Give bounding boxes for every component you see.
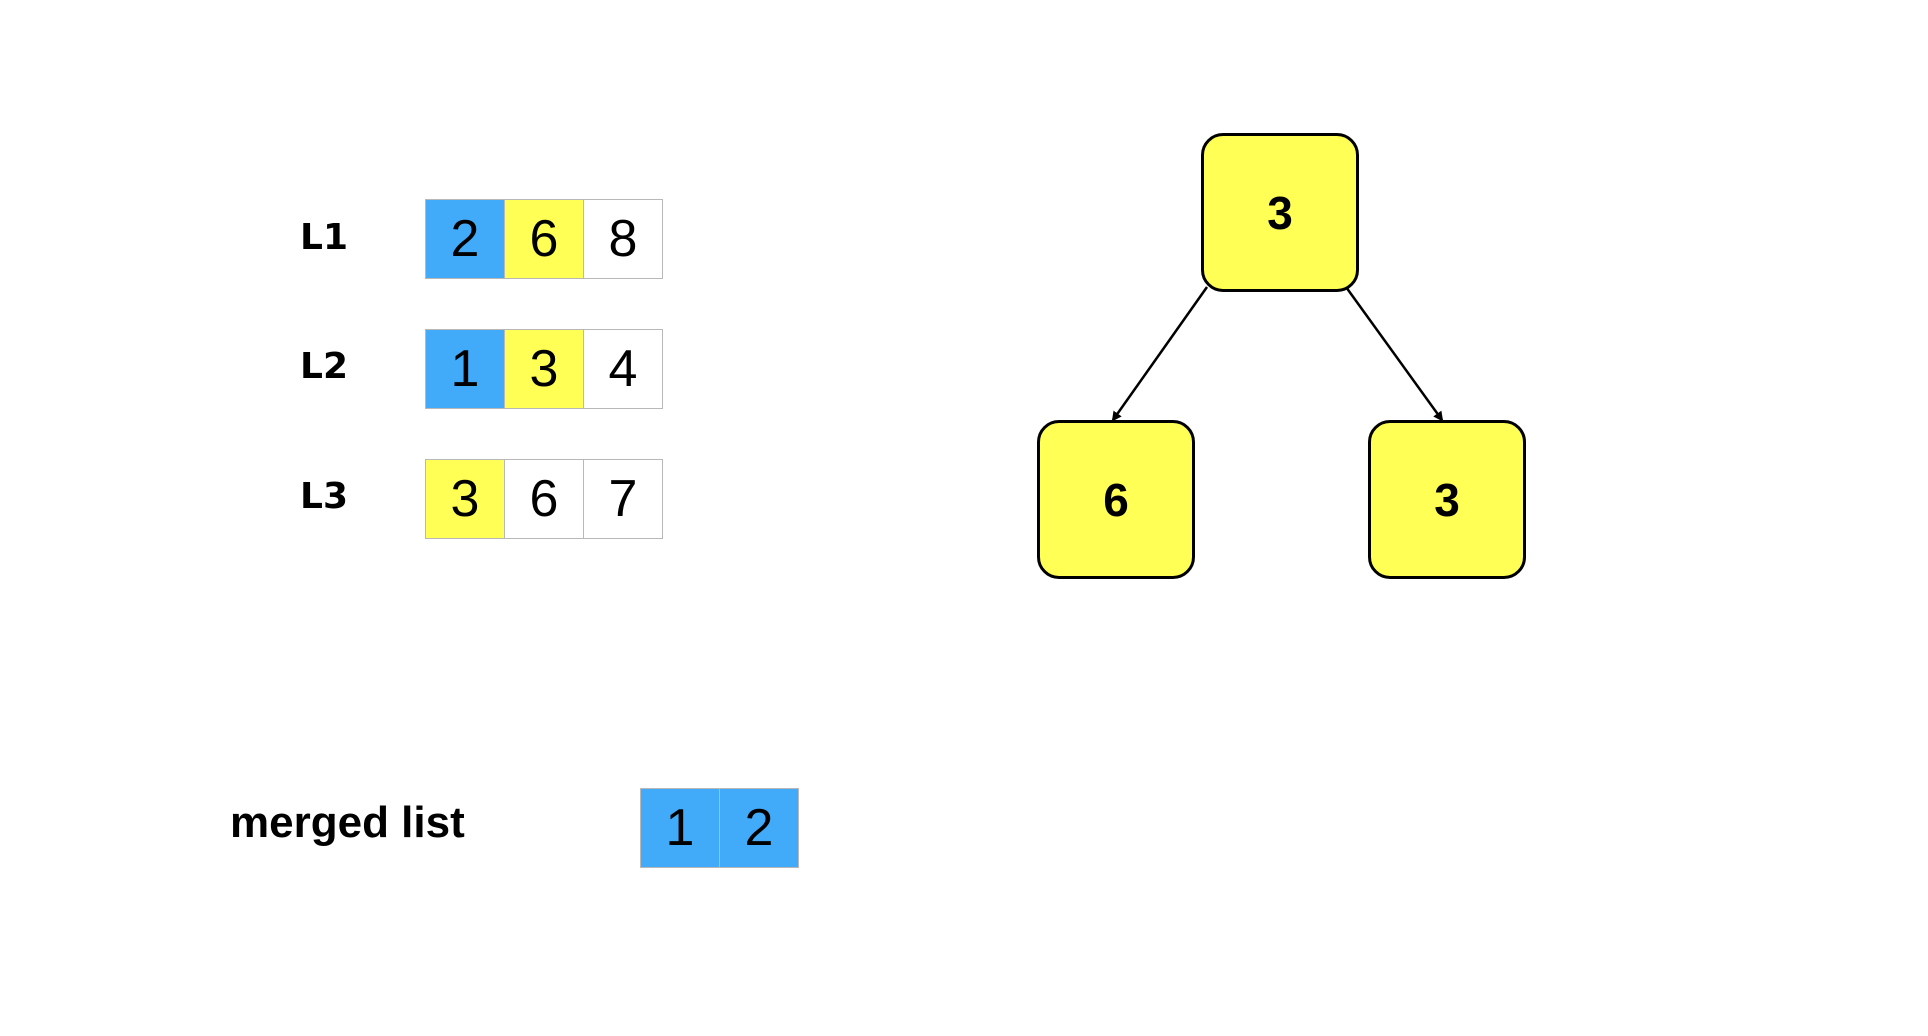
- list-cell: 6: [505, 460, 584, 539]
- list-cell: 1: [426, 330, 505, 409]
- heap-root-node: 3: [1201, 133, 1359, 292]
- list-cell: 6: [505, 200, 584, 279]
- list-cell: 3: [426, 460, 505, 539]
- list-cell: 2: [426, 200, 505, 279]
- list-l2: 1 3 4: [425, 329, 663, 409]
- list-l3: 3 6 7: [425, 459, 663, 539]
- list-label-l1: L1: [300, 217, 348, 258]
- list-cell: 8: [584, 200, 663, 279]
- merged-cell: 2: [720, 789, 799, 868]
- edge-root-to-right: [1344, 286, 1444, 422]
- merged-cell: 1: [641, 789, 720, 868]
- list-label-l2: L2: [300, 346, 348, 387]
- heap-left-node: 6: [1037, 420, 1195, 579]
- list-cell: 4: [584, 330, 663, 409]
- list-cell: 3: [505, 330, 584, 409]
- edge-root-to-left: [1111, 286, 1209, 422]
- merged-list: 1 2: [640, 788, 799, 868]
- heap-right-node: 3: [1368, 420, 1526, 579]
- list-l1: 2 6 8: [425, 199, 663, 279]
- merged-list-label: merged list: [230, 798, 465, 847]
- list-cell: 7: [584, 460, 663, 539]
- list-label-l3: L3: [300, 476, 348, 517]
